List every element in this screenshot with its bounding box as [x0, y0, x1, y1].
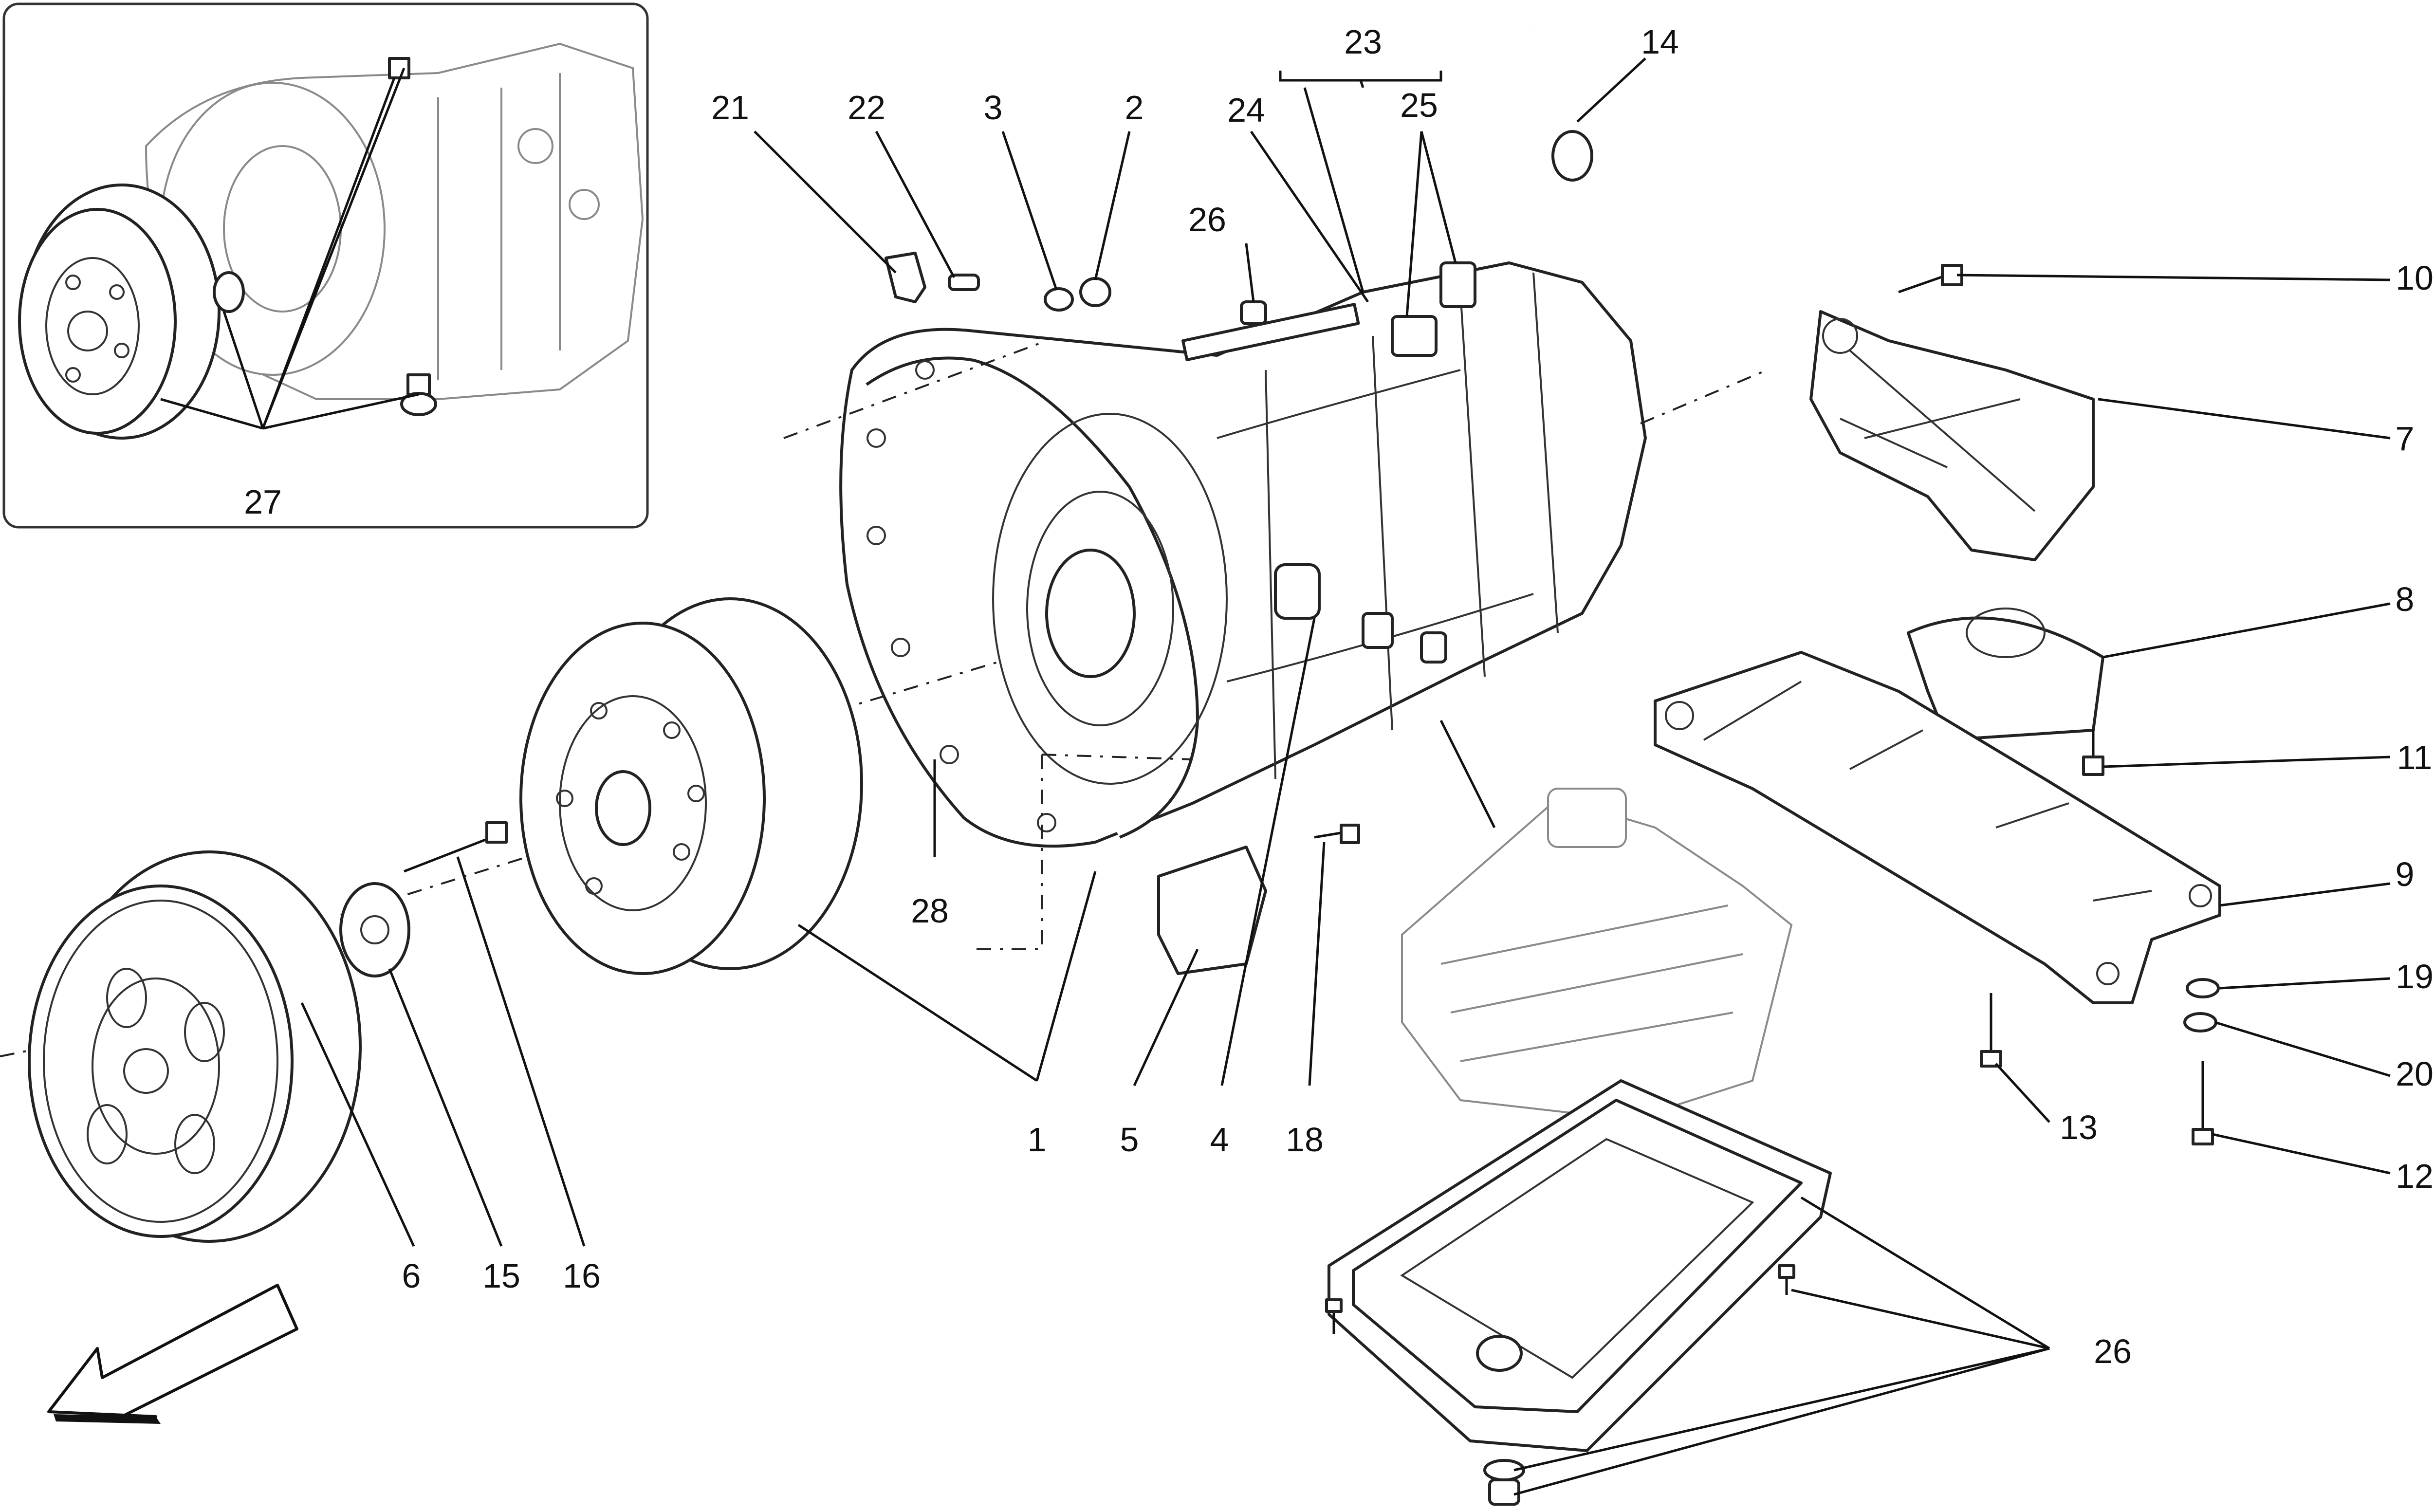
- engine-mount: [1907, 608, 2104, 741]
- label-6: 6: [402, 1257, 421, 1295]
- bolt-10: [1898, 264, 1963, 294]
- pan-screw-left: [1325, 1298, 1343, 1334]
- washer-20: [2183, 1012, 2217, 1033]
- label-26-bottom: 26: [2094, 1332, 2132, 1370]
- label-15: 15: [482, 1257, 520, 1295]
- inset-plug: [400, 373, 437, 416]
- plug-26-top: [1240, 300, 1267, 325]
- label-18: 18: [1286, 1121, 1324, 1159]
- label-1: 1: [1028, 1121, 1047, 1159]
- label-9: 9: [2396, 855, 2415, 893]
- transmission-housing: [839, 261, 1647, 848]
- label-7: 7: [2396, 420, 2415, 458]
- part-labels: 21 22 3 2 24 23 25 26 14 10 7 8 11 9 19 …: [402, 23, 2434, 1370]
- label-12: 12: [2396, 1157, 2434, 1195]
- oil-pan: [1328, 1079, 1832, 1452]
- sensor-bracket: [885, 252, 926, 303]
- valve-body: [1401, 788, 1793, 1121]
- inset-gearbox: [145, 42, 644, 400]
- inset-screw: [388, 57, 410, 79]
- nut-2: [1079, 277, 1111, 307]
- torque-converter: [519, 597, 863, 975]
- inset-oring: [213, 271, 245, 313]
- label-21: 21: [711, 89, 749, 127]
- bolt-11: [2082, 730, 2104, 776]
- crossmember: [1654, 651, 2221, 1004]
- inset-torque-converter: [18, 184, 221, 440]
- cover-plate: [1157, 846, 1267, 975]
- label-26-top: 26: [1188, 201, 1226, 239]
- bolt-13: [1980, 993, 2002, 1068]
- label-3: 3: [984, 89, 1003, 127]
- label-28: 28: [911, 892, 949, 930]
- flywheel-bolt: [404, 821, 508, 873]
- label-10: 10: [2396, 259, 2434, 297]
- label-20: 20: [2396, 1055, 2434, 1093]
- label-22: 22: [848, 89, 885, 127]
- flywheel: [28, 850, 362, 1243]
- label-16: 16: [563, 1257, 601, 1295]
- shim-plate: [339, 882, 410, 977]
- breather-hose: [1440, 23, 1597, 225]
- mount-bracket: [1809, 310, 2095, 561]
- connector-25: [1391, 261, 1476, 357]
- washer-19: [2186, 978, 2220, 998]
- label-27: 27: [244, 483, 282, 521]
- direction-arrow-icon: [47, 1284, 298, 1424]
- label-5: 5: [1120, 1121, 1139, 1159]
- label-8: 8: [2396, 580, 2415, 618]
- washer-3: [1044, 287, 1074, 312]
- label-19: 19: [2396, 958, 2434, 996]
- label-25: 25: [1400, 86, 1438, 124]
- inset-panel: 27: [2, 2, 649, 529]
- label-24: 24: [1227, 91, 1265, 129]
- label-13: 13: [2060, 1108, 2098, 1146]
- drain-plug: [1483, 1459, 1525, 1506]
- label-14: 14: [1641, 23, 1679, 61]
- label-2: 2: [1125, 89, 1144, 127]
- label-4: 4: [1210, 1121, 1229, 1159]
- screw-22: [948, 274, 980, 291]
- pan-screw-right: [1778, 1264, 1795, 1295]
- leader-lines: [300, 57, 2391, 1496]
- bolt-18: [1314, 824, 1360, 844]
- label-23: 23: [1344, 23, 1382, 61]
- label-11: 11: [2397, 738, 2433, 776]
- bolt-12: [2192, 1061, 2214, 1145]
